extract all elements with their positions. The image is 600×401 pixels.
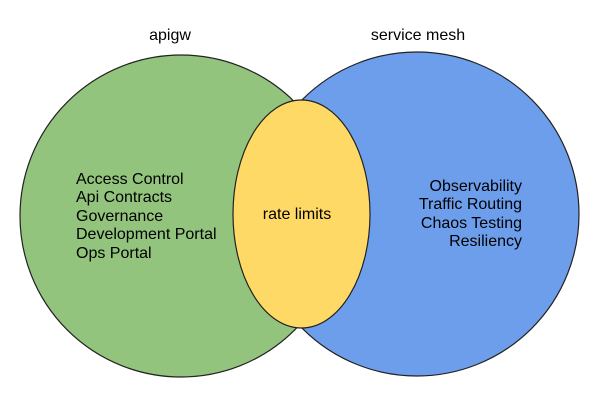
- set-item: Development Portal: [76, 226, 217, 244]
- apigw-set-title: apigw: [149, 27, 191, 44]
- service-mesh-set-title: service mesh: [370, 27, 466, 44]
- set-item: Api Contracts: [76, 189, 173, 207]
- set-item: Resiliency: [449, 233, 522, 251]
- set-item: Governance: [76, 207, 164, 225]
- set-item: Chaos Testing: [420, 214, 522, 232]
- service-mesh-items-list: Observability Traffic Routing Chaos Test…: [419, 178, 522, 252]
- set-item: Observability: [429, 178, 522, 195]
- set-item: Traffic Routing: [418, 196, 522, 214]
- set-item: Access Control: [76, 171, 184, 188]
- intersection-label: rate limits: [262, 205, 332, 223]
- set-item: Ops Portal: [76, 244, 152, 262]
- intersection-ellipse: [232, 99, 371, 329]
- apigw-items-list: Access Control Api Contracts Governance …: [76, 171, 217, 263]
